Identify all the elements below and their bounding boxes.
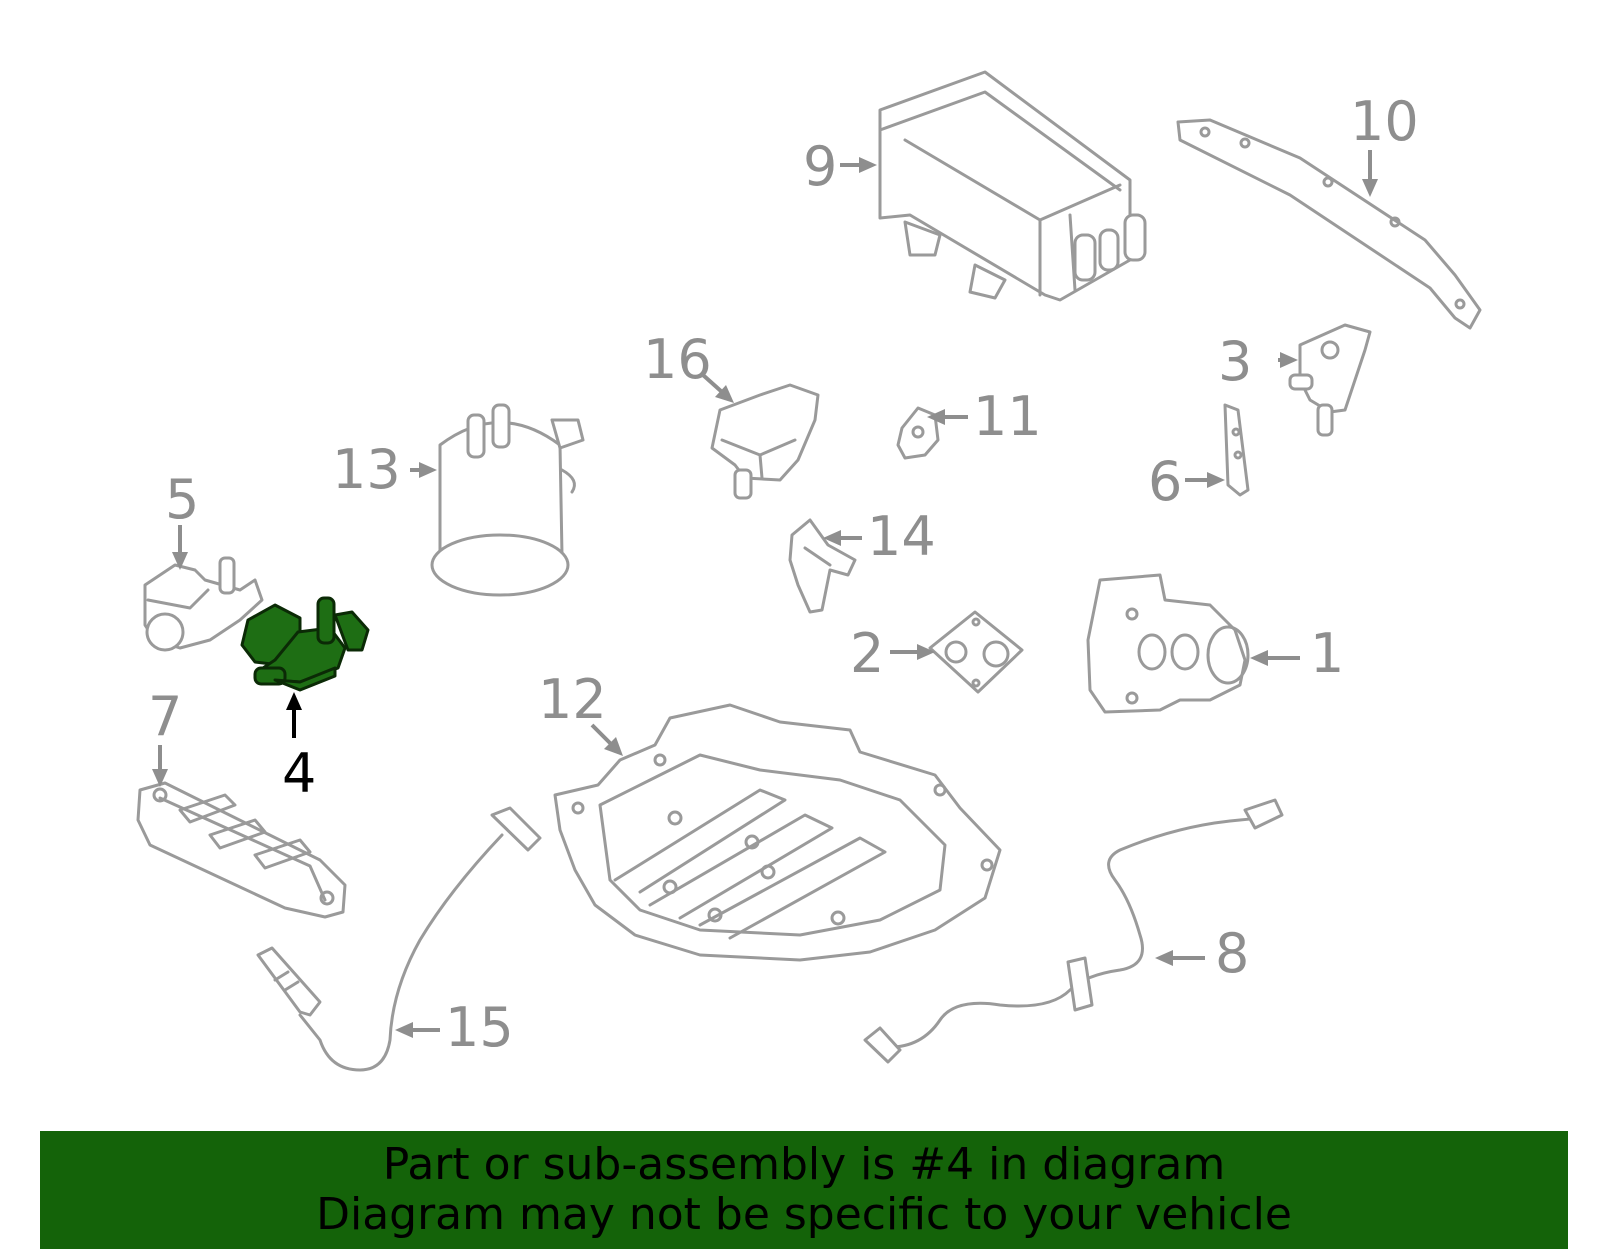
- part-5-vacuum-switch[interactable]: [143, 556, 264, 652]
- part-15-oxygen-sensor[interactable]: [256, 806, 542, 1072]
- label-9: 9: [803, 135, 837, 198]
- label-5: 5: [165, 468, 199, 531]
- label-3: 3: [1218, 330, 1252, 393]
- banner-line-2: Diagram may not be specific to your vehi…: [316, 1189, 1292, 1240]
- label-13: 13: [332, 438, 401, 501]
- part-14-bracket[interactable]: [788, 518, 857, 614]
- part-16-valve[interactable]: [710, 383, 820, 500]
- part-7-control-module[interactable]: [136, 781, 347, 919]
- part-8-pipe[interactable]: [863, 798, 1284, 1064]
- part-12-under-shield[interactable]: [553, 703, 1002, 962]
- part-11-clip[interactable]: [896, 406, 940, 460]
- info-banner: Part or sub-assembly is #4 in diagram Di…: [40, 1131, 1568, 1249]
- label-8: 8: [1215, 922, 1249, 985]
- part-6-small-bracket[interactable]: [1223, 403, 1250, 497]
- part-2-gasket[interactable]: [928, 610, 1024, 694]
- part-9-charcoal-canister[interactable]: [878, 70, 1147, 302]
- label-1: 1: [1310, 622, 1344, 685]
- parts-diagram: 1 2 3 4 5 6 7 8 9 10 11 12 13 14 15 16: [136, 70, 1482, 1072]
- label-12: 12: [538, 668, 607, 731]
- leader-arrows: [152, 150, 1378, 1038]
- part-4-vacuum-solenoid[interactable]: [240, 596, 370, 692]
- part-3-sensor[interactable]: [1288, 323, 1372, 437]
- part-13-filter[interactable]: [430, 403, 585, 597]
- label-4: 4: [282, 742, 316, 805]
- label-7: 7: [148, 685, 182, 748]
- label-15: 15: [445, 996, 514, 1059]
- label-6: 6: [1148, 450, 1182, 513]
- part-1-manifold[interactable]: [1086, 573, 1250, 714]
- label-2: 2: [850, 622, 884, 685]
- label-14: 14: [867, 505, 936, 568]
- label-11: 11: [973, 385, 1042, 448]
- label-10: 10: [1350, 90, 1419, 153]
- label-16: 16: [643, 328, 712, 391]
- part-10-bracket-bar[interactable]: [1176, 118, 1482, 330]
- banner-line-1: Part or sub-assembly is #4 in diagram: [382, 1139, 1226, 1190]
